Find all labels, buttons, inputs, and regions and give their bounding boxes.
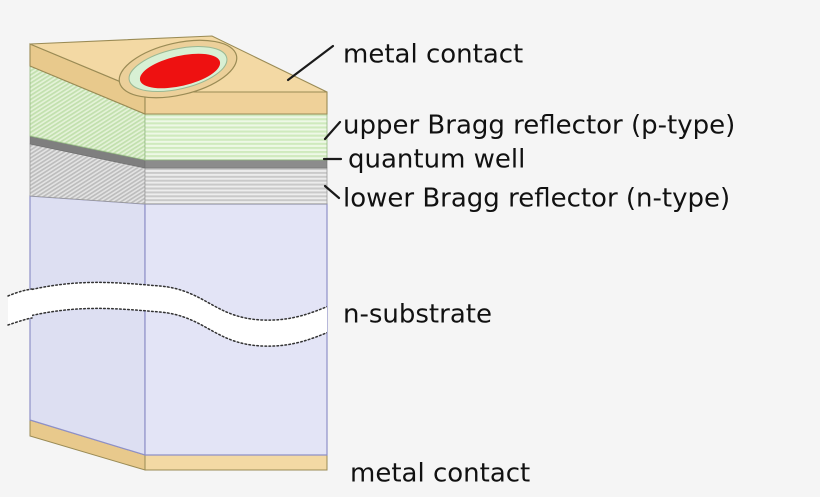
- label-n-substrate: n-substrate: [343, 300, 492, 330]
- top-metal-contact-layer: [29, 35, 328, 115]
- substrate-side-face: [29, 195, 146, 456]
- leader-upper-bragg: [323, 120, 342, 141]
- lower-bragg-reflector-layer: [29, 143, 328, 205]
- label-quantum-well: quantum well: [348, 145, 525, 175]
- quantum-well-front-face: [144, 159, 328, 169]
- label-top-metal-contact: metal contact: [343, 40, 523, 70]
- substrate-break-symbol: [30, 281, 327, 347]
- label-lower-bragg-reflector: lower Bragg reflector (n-type): [343, 184, 730, 214]
- leader-lower-bragg: [323, 184, 341, 200]
- leader-lines: [286, 44, 343, 200]
- label-upper-bragg-reflector: upper Bragg reflector (p-type): [343, 111, 735, 141]
- label-bottom-metal-contact: metal contact: [350, 459, 530, 489]
- emission-spot: [139, 53, 221, 89]
- lower-bragg-front-face: [144, 167, 328, 205]
- substrate-break-overhang: [7, 288, 33, 326]
- bottom-contact-front-face: [144, 454, 328, 471]
- n-substrate-layer: [7, 195, 328, 456]
- upper-bragg-front-face: [144, 113, 328, 161]
- leader-top-metal-contact: [286, 44, 335, 82]
